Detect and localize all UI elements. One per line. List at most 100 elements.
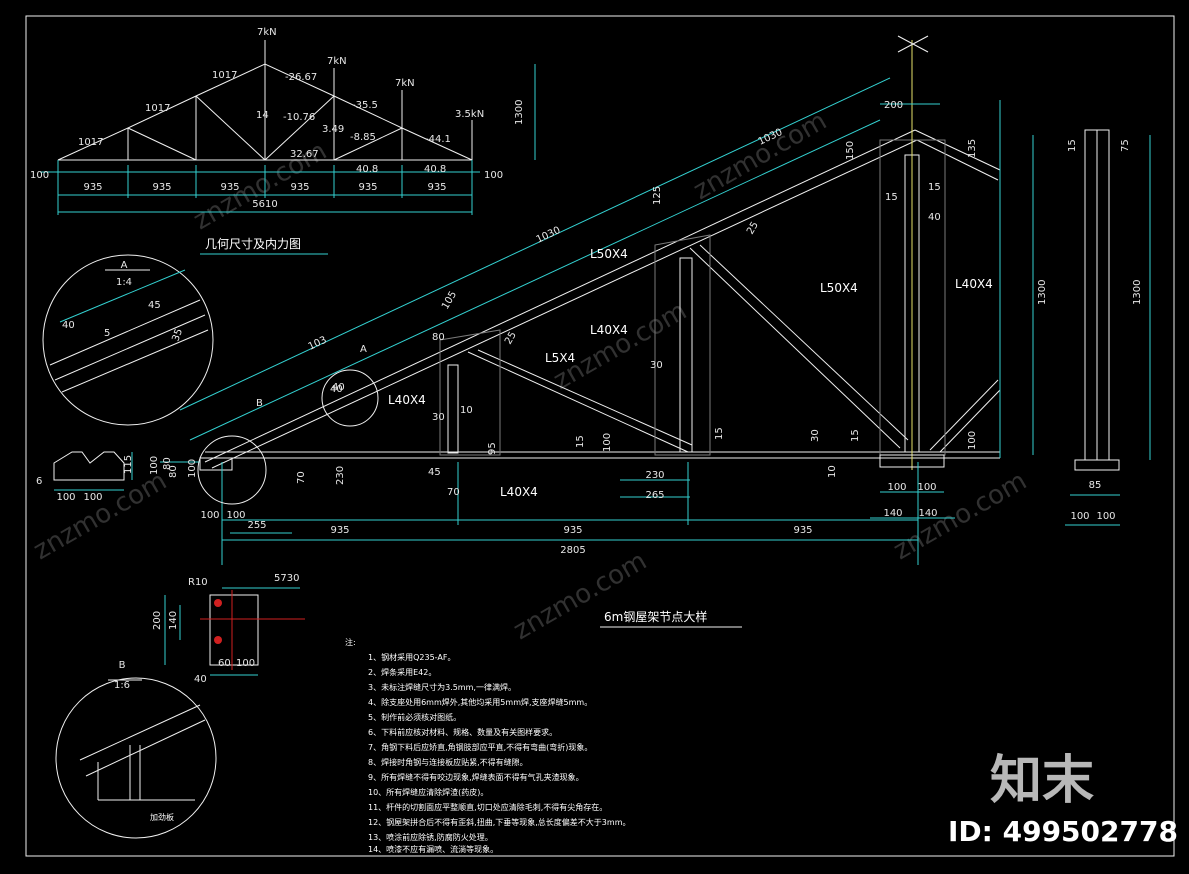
note-item: 10、所有焊缝应清除焊渣(药皮)。: [368, 787, 488, 797]
dim-label: 15: [885, 192, 898, 203]
note-item: 9、所有焊缝不得有咬边现象,焊缝表面不得有气孔夹渣现象。: [368, 772, 584, 782]
note-item: 7、角钢下料后应矫直,角钢肢部应平直,不得有弯曲(弯折)现象。: [368, 742, 592, 752]
svg-text:znzmo.com: znzmo.com: [549, 296, 692, 396]
dim-label: 70: [447, 487, 460, 498]
dim-label: 95: [487, 442, 498, 455]
dim-label: 150: [845, 141, 856, 160]
detail-a-scale: 1:4: [116, 277, 132, 288]
bay-label: 935: [358, 182, 377, 193]
detail-a-label: A: [121, 260, 128, 271]
dim-label: 15: [850, 429, 861, 442]
note-item: 13、喷涂前应除锈,防腐防火处理。: [368, 832, 493, 842]
dim-label: 75: [1120, 139, 1131, 152]
dim-label: 115: [123, 455, 134, 474]
foot-detail: [53, 451, 133, 491]
note-item: 12、钢屋架拼合后不得有歪斜,扭曲,下垂等现象,总长度偏差不大于3mm。: [368, 817, 630, 827]
detail-a-marker: A: [360, 344, 367, 355]
dim-label: 100: [56, 492, 75, 503]
end-dim-label: 100: [484, 170, 503, 181]
detail-b-label: B: [119, 660, 126, 671]
dim-label: 100: [602, 433, 613, 452]
member-force-label: -8.85: [350, 132, 376, 143]
load-label: 7kN: [327, 56, 347, 67]
section-label: L40X4: [955, 277, 993, 291]
dim-label: 255: [247, 520, 266, 531]
dim-label: 1030: [535, 225, 563, 246]
dim-label: 15: [714, 427, 725, 440]
dim-label: 85: [1089, 480, 1102, 491]
height-label: 1300: [514, 100, 525, 125]
dim-label: 30: [650, 360, 663, 371]
member-force-label: -26.67: [285, 72, 317, 83]
overview-title: 几何尺寸及内力图: [205, 237, 301, 251]
top-length-label: 1017: [212, 70, 237, 81]
member-force-label: 32.67: [290, 149, 319, 160]
dim-label: 265: [645, 490, 664, 501]
total-span-label: 5610: [252, 199, 277, 210]
dim-label: 230: [645, 470, 664, 481]
dim-label: 100: [967, 431, 978, 450]
load-label: 7kN: [257, 27, 277, 38]
watermark-group: znzmo.com znzmo.com znzmo.com znzmo.com …: [29, 106, 1032, 646]
brand-logo: 知末: [990, 751, 1095, 811]
section-label: L50X4: [820, 281, 858, 295]
dim-label: 100: [226, 510, 245, 521]
section-label: L50X4: [590, 247, 628, 261]
dim-label: 25: [503, 330, 519, 347]
dim-label: 105: [440, 289, 459, 311]
dim-label: 100: [187, 459, 198, 478]
dim-label: 200: [152, 611, 163, 630]
dim-label: 2805: [560, 545, 585, 556]
bay-label: 935: [427, 182, 446, 193]
dim-label: 230: [335, 466, 346, 485]
member-force-label: -35.5: [352, 100, 378, 111]
detail-b-marker: B: [256, 398, 263, 409]
detail-a: [42, 254, 379, 427]
member-force-label: 3.49: [322, 124, 344, 135]
dim-label: 30: [432, 412, 445, 423]
bay-label: 935: [290, 182, 309, 193]
dim-label: 103: [307, 335, 329, 353]
dim-label: 40: [194, 674, 207, 685]
note-item: 3、未标注焊缝尺寸为3.5mm,一律满焊。: [368, 682, 516, 692]
dim-label: 125: [652, 186, 663, 205]
section-label: L40X4: [388, 393, 426, 407]
dim-label: 5730: [274, 573, 299, 584]
member-force-label: 14: [256, 110, 269, 121]
dim-label: 100: [1096, 511, 1115, 522]
dim-label: 5: [104, 328, 110, 339]
dim-label: 100: [917, 482, 936, 493]
detail-b-note: 加劲板: [150, 812, 174, 822]
dim-label: 15: [928, 182, 941, 193]
dim-label: 935: [563, 525, 582, 536]
dim-label: 70: [296, 471, 307, 484]
truss-main: [199, 35, 1001, 471]
dim-label: 100: [200, 510, 219, 521]
dim-label: 6: [36, 476, 42, 487]
dim-label: 135: [967, 139, 978, 158]
note-item: 8、焊接时角钢与连接板应贴紧,不得有缝隙。: [368, 757, 528, 767]
truss-overview: [40, 40, 536, 255]
plate-radius-label: R10: [188, 577, 208, 588]
note-item: 11、杆件的切割面应平整顺直,切口处应清除毛刺,不得有尖角存在。: [368, 802, 607, 812]
detail-b: [55, 435, 267, 839]
dim-label: 140: [918, 508, 937, 519]
dim-label: 100: [887, 482, 906, 493]
section-view: [1065, 129, 1151, 526]
detail-b-scale: 1:6: [114, 680, 130, 691]
top-length-label: 1017: [78, 137, 103, 148]
section-label: L5X4: [545, 351, 575, 365]
dim-label: 35: [170, 327, 185, 343]
bay-label: 935: [152, 182, 171, 193]
member-force-label: 40.8: [424, 164, 446, 175]
dim-label: 100: [1070, 511, 1089, 522]
dim-label: 1300: [1132, 280, 1143, 305]
top-length-label: 1017: [145, 103, 170, 114]
svg-text:znzmo.com: znzmo.com: [689, 106, 832, 206]
dim-label: 45: [428, 467, 441, 478]
dim-label: 10: [827, 465, 838, 478]
bay-label: 935: [220, 182, 239, 193]
plate-detail: [164, 587, 305, 676]
dim-label: 30: [810, 429, 821, 442]
